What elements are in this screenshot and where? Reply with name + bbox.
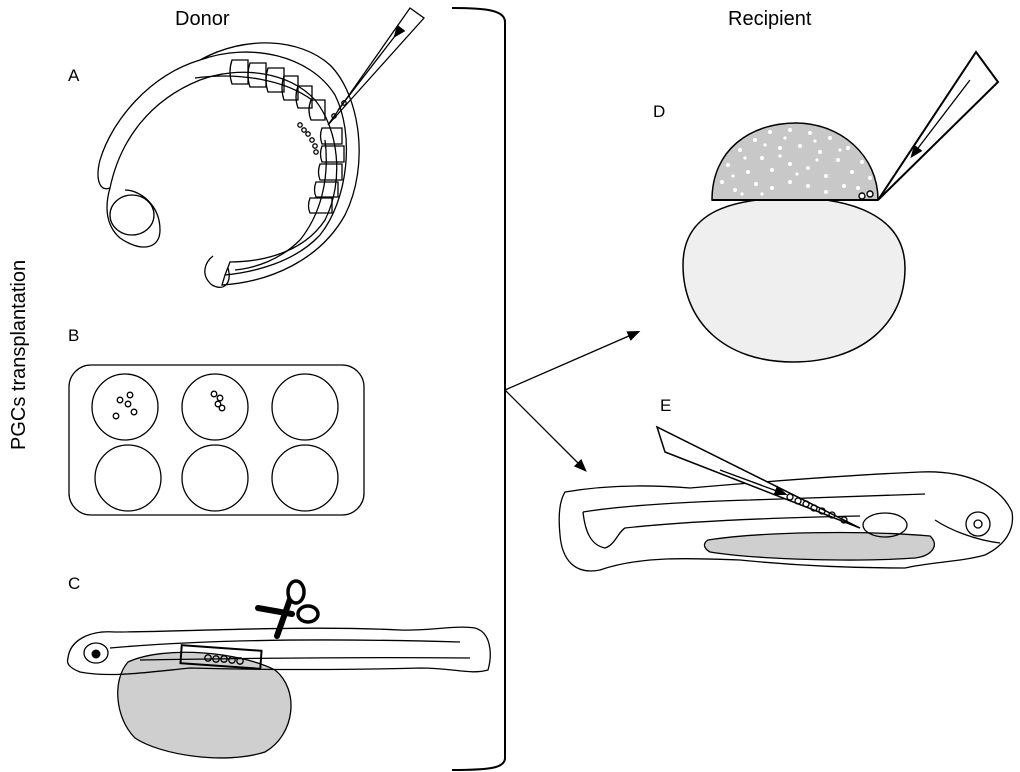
bracket	[452, 8, 638, 770]
micropipette-d	[878, 52, 998, 200]
micropipette-a	[328, 8, 424, 125]
panel-b-plate	[69, 365, 364, 515]
panel-d-embryo	[683, 52, 998, 362]
panel-a-embryo	[98, 8, 424, 287]
panel-c-larva	[68, 581, 491, 758]
somites	[230, 60, 344, 213]
panel-e-larva	[559, 427, 1012, 571]
cells-b	[113, 391, 225, 419]
